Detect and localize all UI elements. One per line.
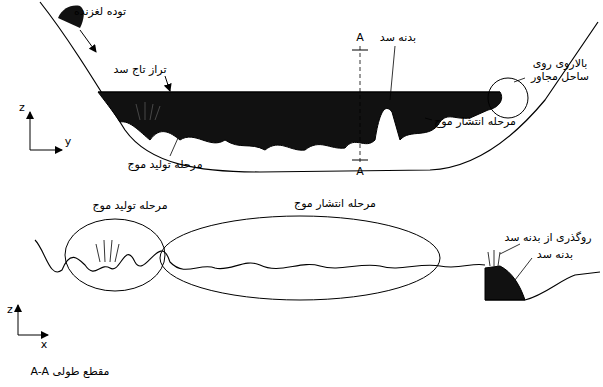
leader — [515, 258, 532, 280]
leader — [165, 76, 170, 91]
wave-profile — [35, 240, 485, 272]
leader — [425, 118, 432, 120]
runup-circle — [488, 78, 528, 118]
section-tick — [352, 160, 368, 161]
leader — [500, 244, 520, 254]
leader — [390, 46, 395, 100]
axis — [18, 305, 19, 335]
generation-zone — [65, 219, 165, 291]
stage-label: مرحله انتشار موج — [294, 197, 376, 210]
part-label: بالاروی روی ساحل مجاور — [520, 57, 600, 83]
part-label: تراز تاج سد — [114, 63, 167, 76]
axis — [30, 112, 31, 150]
dam-body — [485, 266, 525, 300]
section-mark: A — [356, 165, 364, 178]
axis — [30, 150, 62, 151]
part-label: روگذری از بدنه سد — [504, 231, 591, 244]
section-line — [360, 46, 361, 163]
leader — [514, 78, 525, 82]
part-label: توده لغزنده — [74, 5, 126, 18]
terrain — [485, 272, 600, 300]
leader — [170, 138, 178, 156]
valley-profile — [40, 2, 598, 172]
section-mark: A — [356, 31, 364, 44]
caption: مقطع طولی A-A — [31, 365, 110, 378]
axis-label: y — [65, 135, 72, 148]
propagation-zone — [160, 216, 440, 300]
axis-label: z — [19, 101, 25, 114]
axis-label: x — [41, 338, 48, 351]
splash-strokes — [136, 102, 160, 120]
crest-level — [98, 91, 500, 92]
stage-label: مرحله تولید موج — [127, 158, 202, 171]
axis-label: z — [7, 303, 13, 316]
stage-label: مرحله انتشار موج — [434, 115, 516, 128]
part-label: بدنه سد — [537, 248, 573, 261]
stage-label: مرحله تولید موج — [92, 199, 167, 212]
section-tick — [352, 50, 368, 51]
slide-arrow — [80, 30, 96, 52]
part-label: بدنه سد — [380, 31, 416, 44]
axis — [18, 335, 48, 336]
